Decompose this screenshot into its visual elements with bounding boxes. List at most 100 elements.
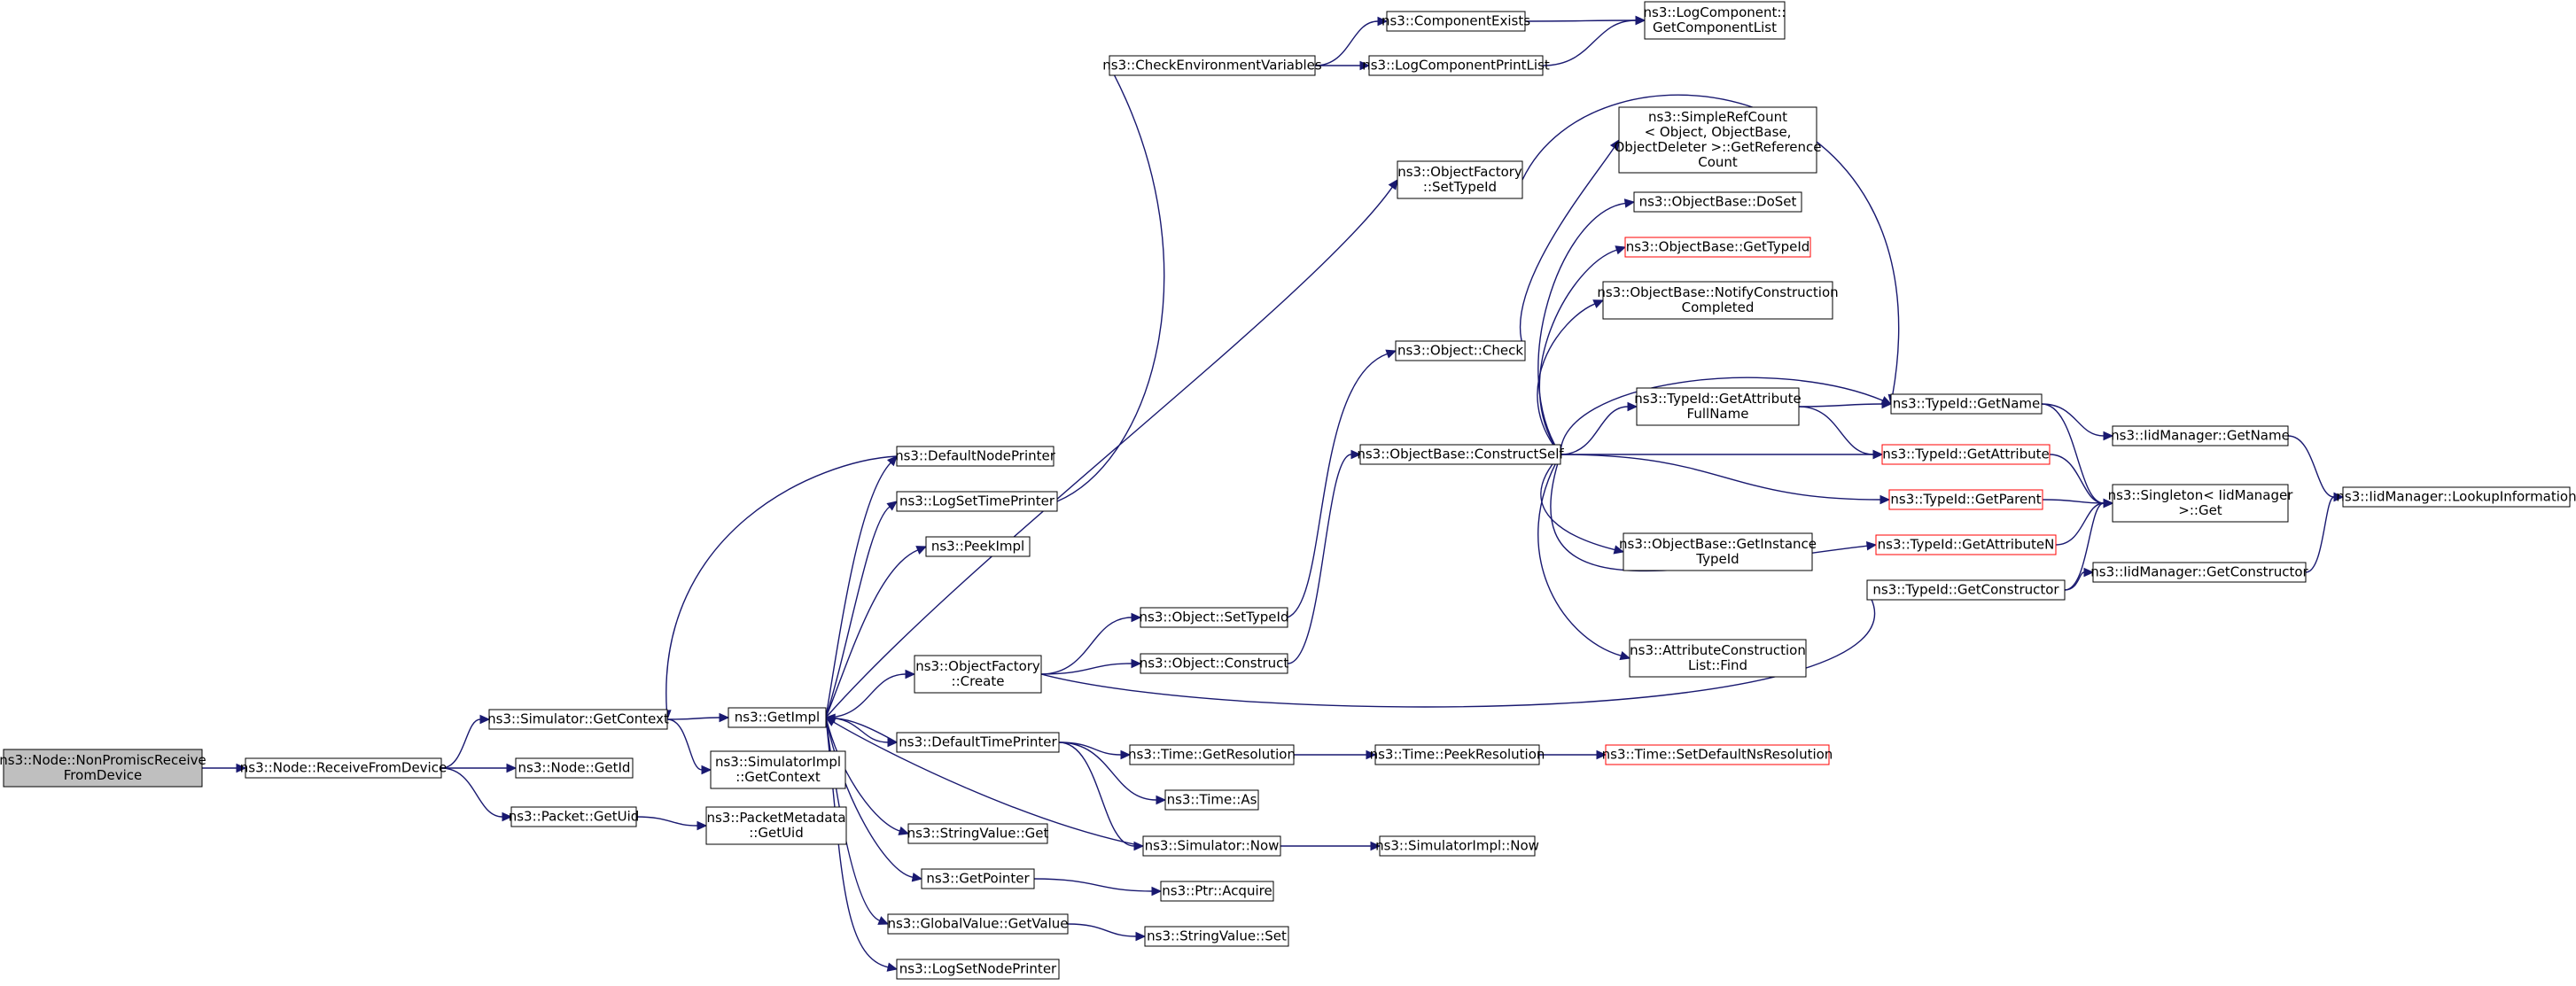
edge-line bbox=[1287, 454, 1352, 664]
graph-node-n39[interactable]: ns3::Singleton< IidManager>::Get bbox=[2108, 484, 2294, 523]
graph-node-n28[interactable]: ns3::ObjectBase::GetTypeId bbox=[1624, 237, 1811, 258]
edge-line bbox=[1287, 353, 1388, 618]
node-box bbox=[896, 732, 1060, 753]
graph-node-n18[interactable]: ns3::ComponentExists bbox=[1381, 11, 1530, 32]
node-label: Completed bbox=[1682, 299, 1755, 315]
graph-node-n25[interactable]: ns3::ObjectBase::ConstructSelf bbox=[1357, 444, 1564, 465]
edge-line bbox=[833, 721, 1144, 847]
graph-node-n12[interactable]: ns3::DefaultTimePrinter bbox=[896, 732, 1060, 753]
node-label: ns3::StringValue::Set bbox=[1147, 928, 1287, 944]
graph-node-n42[interactable]: ns3::Time::GetResolution bbox=[1128, 744, 1296, 765]
graph-node-n17[interactable]: ns3::CheckEnvironmentVariables bbox=[1102, 55, 1322, 76]
graph-node-n45[interactable]: ns3::Time::PeekResolution bbox=[1370, 744, 1545, 765]
arrowhead-icon bbox=[1131, 612, 1142, 623]
edge-line bbox=[825, 717, 900, 832]
node-box bbox=[1888, 489, 2043, 510]
graph-node-n23[interactable]: ns3::Object::Construct bbox=[1140, 653, 1289, 674]
graph-node-n26[interactable]: ns3::SimpleRefCount< Object, ObjectBase,… bbox=[1614, 106, 1822, 174]
edge-n22-n24 bbox=[1287, 349, 1397, 618]
node-label: ns3::TypeId::GetAttribute bbox=[1882, 446, 2049, 462]
graph-node-n32[interactable]: ns3::TypeId::GetAttribute bbox=[1881, 444, 2051, 465]
graph-node-n19[interactable]: ns3::LogComponentPrintList bbox=[1362, 55, 1550, 76]
edge-line bbox=[1033, 878, 1153, 892]
graph-node-n21[interactable]: ns3::ObjectFactory::SetTypeId bbox=[1397, 160, 1523, 199]
edge-n17-n18 bbox=[1314, 16, 1389, 66]
graph-node-n14[interactable]: ns3::GetPointer bbox=[921, 868, 1035, 889]
arrowhead-icon bbox=[1151, 886, 1163, 897]
graph-node-n8[interactable]: ns3::DefaultNodePrinter bbox=[895, 446, 1056, 467]
graph-node-n29[interactable]: ns3::ObjectBase::NotifyConstructionCompl… bbox=[1597, 281, 1839, 320]
graph-node-n40[interactable]: ns3::IidManager::GetConstructor bbox=[2090, 562, 2309, 583]
edge-n31-n39 bbox=[2041, 403, 2114, 509]
edge-line bbox=[834, 718, 898, 743]
graph-node-n9[interactable]: ns3::LogSetTimePrinter bbox=[896, 491, 1058, 512]
graph-node-n31[interactable]: ns3::TypeId::GetName bbox=[1890, 393, 2043, 415]
edge-n5-n14 bbox=[825, 717, 923, 882]
node-label: ns3::ComponentExists bbox=[1381, 13, 1530, 29]
edge-n38-n41 bbox=[2287, 435, 2345, 502]
graph-node-n20[interactable]: ns3::LogComponent::GetComponentList bbox=[1644, 1, 1786, 40]
edge-line bbox=[2049, 454, 2105, 504]
node-label: ns3::LogComponentPrintList bbox=[1362, 58, 1550, 74]
arrowhead-icon bbox=[911, 872, 923, 882]
graph-node-n3[interactable]: ns3::Node::GetId bbox=[515, 757, 634, 779]
graph-node-n44[interactable]: ns3::Simulator::Now bbox=[1142, 835, 1281, 857]
graph-node-n46[interactable]: ns3::Time::SetDefaultNsResolution bbox=[1602, 744, 1833, 765]
graph-node-n15[interactable]: ns3::GlobalValue::GetValue bbox=[887, 913, 1069, 935]
arrowhead-icon bbox=[479, 714, 491, 725]
arrowhead-icon bbox=[886, 501, 898, 511]
graph-node-n7[interactable]: ns3::PacketMetadata::GetUid bbox=[705, 806, 847, 845]
graph-node-n22[interactable]: ns3::Object::SetTypeId bbox=[1140, 607, 1289, 628]
graph-node-n33[interactable]: ns3::TypeId::GetParent bbox=[1888, 489, 2043, 510]
node-box bbox=[896, 491, 1058, 512]
arrowhead-icon bbox=[2103, 498, 2114, 509]
graph-node-n47[interactable]: ns3::SimulatorImpl::Now bbox=[1375, 835, 1539, 857]
edge-line bbox=[2064, 571, 2085, 591]
node-box bbox=[1881, 444, 2051, 465]
graph-node-n35[interactable]: ns3::TypeId::GetAttributeN bbox=[1875, 534, 2057, 555]
node-box bbox=[1623, 532, 1813, 571]
edge-line bbox=[1537, 303, 1596, 455]
graph-node-n2[interactable]: ns3::Simulator::GetContext bbox=[487, 709, 669, 730]
node-label: ns3::SimpleRefCount bbox=[1648, 109, 1787, 125]
node-box bbox=[1368, 55, 1544, 76]
node-box bbox=[488, 709, 668, 730]
node-box bbox=[1142, 835, 1281, 857]
node-label: ns3::ObjectBase::NotifyConstruction bbox=[1597, 284, 1838, 300]
graph-node-n43[interactable]: ns3::Time::As bbox=[1164, 789, 1259, 811]
edge-n5-n13 bbox=[825, 717, 910, 835]
graph-node-n49[interactable]: ns3::StringValue::Set bbox=[1144, 926, 1289, 947]
edge-n25-n32 bbox=[1560, 449, 1884, 460]
graph-node-n38[interactable]: ns3::IidManager::GetName bbox=[2111, 425, 2290, 446]
edge-line bbox=[1798, 406, 1874, 455]
node-label: ns3::Object::Construct bbox=[1140, 656, 1289, 672]
arrowhead-icon bbox=[502, 811, 513, 822]
graph-node-n16[interactable]: ns3::LogSetNodePrinter bbox=[896, 959, 1060, 980]
graph-node-n5[interactable]: ns3::GetImpl bbox=[728, 707, 827, 728]
graph-node-n1[interactable]: ns3::Node::ReceiveFromDevice bbox=[240, 757, 447, 779]
arrowhead-icon bbox=[1388, 179, 1398, 190]
graph-node-n41[interactable]: ns3::IidManager::LookupInformation bbox=[2336, 486, 2576, 508]
edge-n25-n37 bbox=[1537, 454, 1631, 661]
node-box bbox=[245, 757, 442, 779]
node-label: GetComponentList bbox=[1653, 19, 1777, 35]
graph-node-n6[interactable]: ns3::SimulatorImpl::GetContext bbox=[710, 750, 846, 789]
graph-node-n48[interactable]: ns3::Ptr::Acquire bbox=[1160, 881, 1274, 902]
arrowhead-icon bbox=[1613, 545, 1625, 555]
edge-line bbox=[1040, 597, 1875, 708]
graph-node-n36[interactable]: ns3::TypeId::GetConstructor bbox=[1866, 579, 2066, 601]
graph-node-n27[interactable]: ns3::ObjectBase::DoSet bbox=[1633, 191, 1802, 213]
graph-node-n24[interactable]: ns3::Object::Check bbox=[1395, 340, 1526, 361]
graph-node-n10[interactable]: ns3::PeekImpl bbox=[925, 536, 1031, 557]
node-label: ns3::TypeId::GetAttribute bbox=[1634, 391, 1801, 407]
graph-node-n4[interactable]: ns3::Packet::GetUid bbox=[509, 806, 640, 827]
graph-node-n13[interactable]: ns3::StringValue::Get bbox=[907, 823, 1049, 844]
edge-n15-n49 bbox=[1067, 923, 1147, 942]
arrowhead-icon bbox=[886, 455, 898, 467]
edge-line bbox=[825, 549, 919, 718]
graph-node-n11[interactable]: ns3::ObjectFactory::Create bbox=[914, 655, 1042, 694]
